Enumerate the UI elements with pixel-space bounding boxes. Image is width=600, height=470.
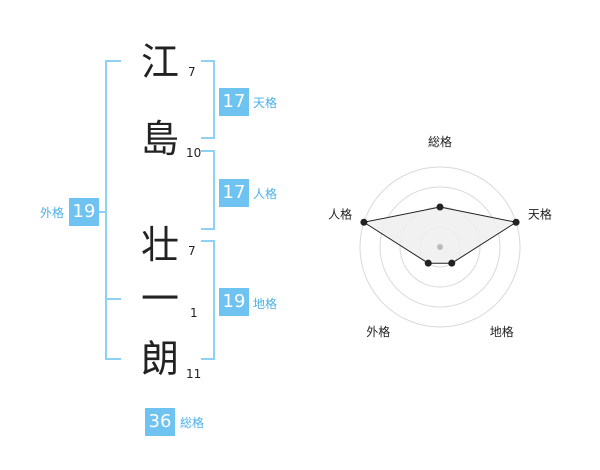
radar-center (437, 244, 443, 250)
jinkaku-label: 人格 (253, 187, 278, 201)
tenkaku-label: 天格 (253, 96, 278, 110)
chikaku-bracket-vertical (213, 240, 215, 360)
stroke-count-1: 7 (188, 65, 196, 79)
soukaku-label: 総格 (180, 416, 205, 430)
gaikaku-connector (99, 211, 107, 213)
jinkaku-bracket-top (201, 150, 215, 152)
name-char-2: 島 (140, 117, 179, 161)
name-char-3: 壮 (140, 223, 179, 267)
radar-axis-label-4: 外格 (366, 324, 390, 339)
stroke-count-3: 7 (188, 244, 196, 258)
gaikaku-bracket-top (105, 60, 121, 62)
gaikaku-bracket-bottom (105, 358, 121, 360)
soukaku-badge: 36 (145, 408, 175, 436)
name-char-5: 朗 (140, 337, 179, 381)
radar-point-3 (448, 259, 456, 267)
radar-ring-3 (379, 186, 501, 308)
gaikaku-badge: 19 (69, 198, 99, 226)
chikaku-badge: 19 (219, 288, 249, 316)
gaikaku-bracket-vertical (105, 60, 107, 360)
name-char-1: 江 (140, 40, 179, 84)
chikaku-label: 地格 (253, 297, 278, 311)
tenkaku-bracket-top (201, 60, 215, 62)
radar-point-4 (424, 259, 432, 267)
radar-axis-label-3: 地格 (490, 324, 514, 339)
tenkaku-bracket-bottom (201, 137, 215, 139)
chikaku-bracket-bottom (201, 358, 215, 360)
chikaku-bracket-top (201, 240, 215, 242)
tenkaku-bracket-vertical (213, 60, 215, 139)
gaikaku-bracket-mid (105, 298, 121, 300)
radar-axis-label-2: 天格 (528, 207, 552, 222)
jinkaku-bracket-vertical (213, 150, 215, 230)
radar-polygon (362, 206, 518, 264)
stroke-count-2: 10 (186, 146, 202, 160)
jinkaku-bracket-bottom (201, 228, 215, 230)
radar-point-2 (512, 218, 520, 226)
radar-point-1 (436, 203, 444, 211)
stroke-count-4: 1 (190, 306, 198, 320)
radar-axis-label-5: 人格 (328, 207, 352, 222)
jinkaku-badge: 17 (219, 179, 249, 207)
radar-point-5 (360, 218, 368, 226)
gaikaku-label: 外格 (40, 206, 65, 220)
radar-axis-label-1: 総格 (428, 134, 452, 149)
tenkaku-badge: 17 (219, 88, 249, 116)
radar-ring-4 (359, 166, 521, 328)
name-char-4: 一 (140, 277, 179, 321)
stroke-count-5: 11 (186, 367, 202, 381)
radar-points (360, 203, 520, 267)
